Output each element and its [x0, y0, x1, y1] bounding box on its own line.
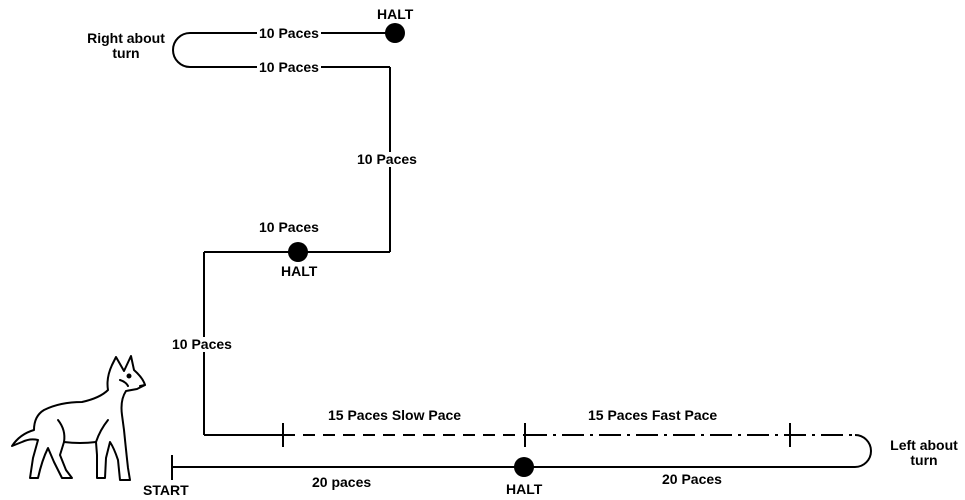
- segment-label-top-lower: 10 Paces: [257, 59, 321, 75]
- left-about-turn-curve: [854, 434, 872, 468]
- left-about-turn-label: Left about turn: [890, 437, 958, 468]
- segment-label-left-vertical: 10 Paces: [170, 336, 234, 352]
- halt-dot-top: [385, 23, 405, 43]
- fast-pace-label: 15 Paces Fast Pace: [588, 407, 718, 423]
- segment-label-20-paces-right: 20 Paces: [662, 471, 722, 487]
- slow-pace-label: 15 Paces Slow Pace: [328, 407, 462, 423]
- right-about-turn-label: Right about turn: [87, 30, 165, 61]
- right-about-turn-curve: [172, 32, 191, 68]
- segment-label-middle-horizontal: 10 Paces: [259, 219, 319, 235]
- dog-illustration: [11, 355, 146, 481]
- halt-dot-middle: [288, 242, 308, 262]
- segment-label-top-upper: 10 Paces: [257, 25, 321, 41]
- start-label: START: [143, 482, 189, 498]
- halt-label-middle: HALT: [281, 263, 318, 279]
- halt-label-bottom: HALT: [506, 481, 543, 497]
- segment-label-right-vertical: 10 Paces: [355, 151, 419, 167]
- halt-dot-bottom: [514, 457, 534, 477]
- segment-label-20-paces-left: 20 paces: [312, 474, 372, 490]
- halt-label-top: HALT: [377, 6, 414, 22]
